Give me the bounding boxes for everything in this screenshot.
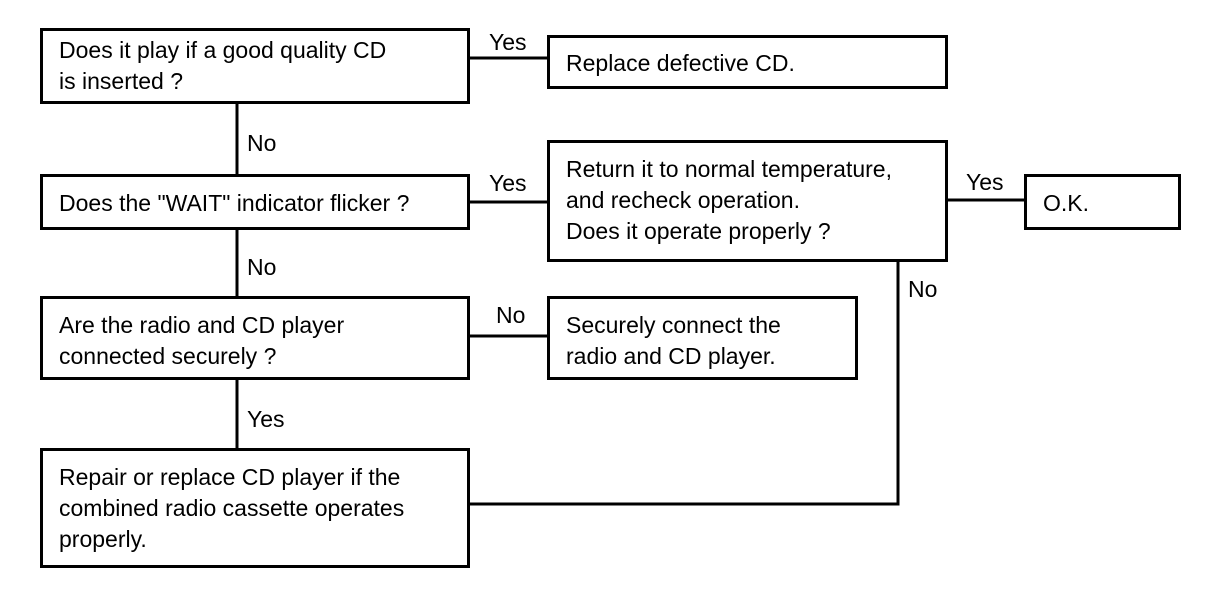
node-text-line: radio and CD player. <box>566 343 776 369</box>
node-text-line: Does it play if a good quality CD <box>59 37 387 63</box>
edge-label-q3-repair: Yes <box>247 406 285 432</box>
node-text-line: Return it to normal temperature, <box>566 156 892 182</box>
node-text-line: O.K. <box>1043 190 1090 216</box>
edge-label-q2-q3: No <box>247 254 277 280</box>
node-text-line: connected securely ? <box>59 343 277 369</box>
node-replace-cd: Replace defective CD. <box>547 35 948 89</box>
node-connected-securely: Are the radio and CD player connected se… <box>40 296 470 380</box>
node-text-line: properly. <box>59 526 147 552</box>
node-text-line: combined radio cassette operates <box>59 495 405 521</box>
node-text-line: is inserted ? <box>59 68 184 94</box>
node-text-line: Repair or replace CD player if the <box>59 464 401 490</box>
node-wait-indicator: Does the "WAIT" indicator flicker ? <box>40 174 470 230</box>
edge-label-q1-q2: No <box>247 130 277 156</box>
edge-label-q1-replace: Yes <box>489 29 527 55</box>
node-play-good-cd: Does it play if a good quality CD is ins… <box>40 28 470 104</box>
edge-label-temp-repair: No <box>908 276 938 302</box>
node-text-line: Does it operate properly ? <box>566 218 831 244</box>
node-text-line: and recheck operation. <box>566 187 800 213</box>
node-repair-replace: Repair or replace CD player if the combi… <box>40 448 470 568</box>
node-text-line: Securely connect the <box>566 312 781 338</box>
node-text-line: Are the radio and CD player <box>59 312 345 338</box>
edge-temp-repair <box>468 260 900 506</box>
node-connect-securely: Securely connect the radio and CD player… <box>547 296 858 380</box>
edge-label-temp-ok: Yes <box>966 169 1004 195</box>
edge-label-q2-temp: Yes <box>489 170 527 196</box>
node-temperature-recheck: Return it to normal temperature, and rec… <box>547 140 948 262</box>
node-ok: O.K. <box>1024 174 1181 230</box>
node-text-line: Replace defective CD. <box>566 50 795 76</box>
node-text-line: Does the "WAIT" indicator flicker ? <box>59 190 410 216</box>
edge-label-q3-connect: No <box>496 302 526 328</box>
